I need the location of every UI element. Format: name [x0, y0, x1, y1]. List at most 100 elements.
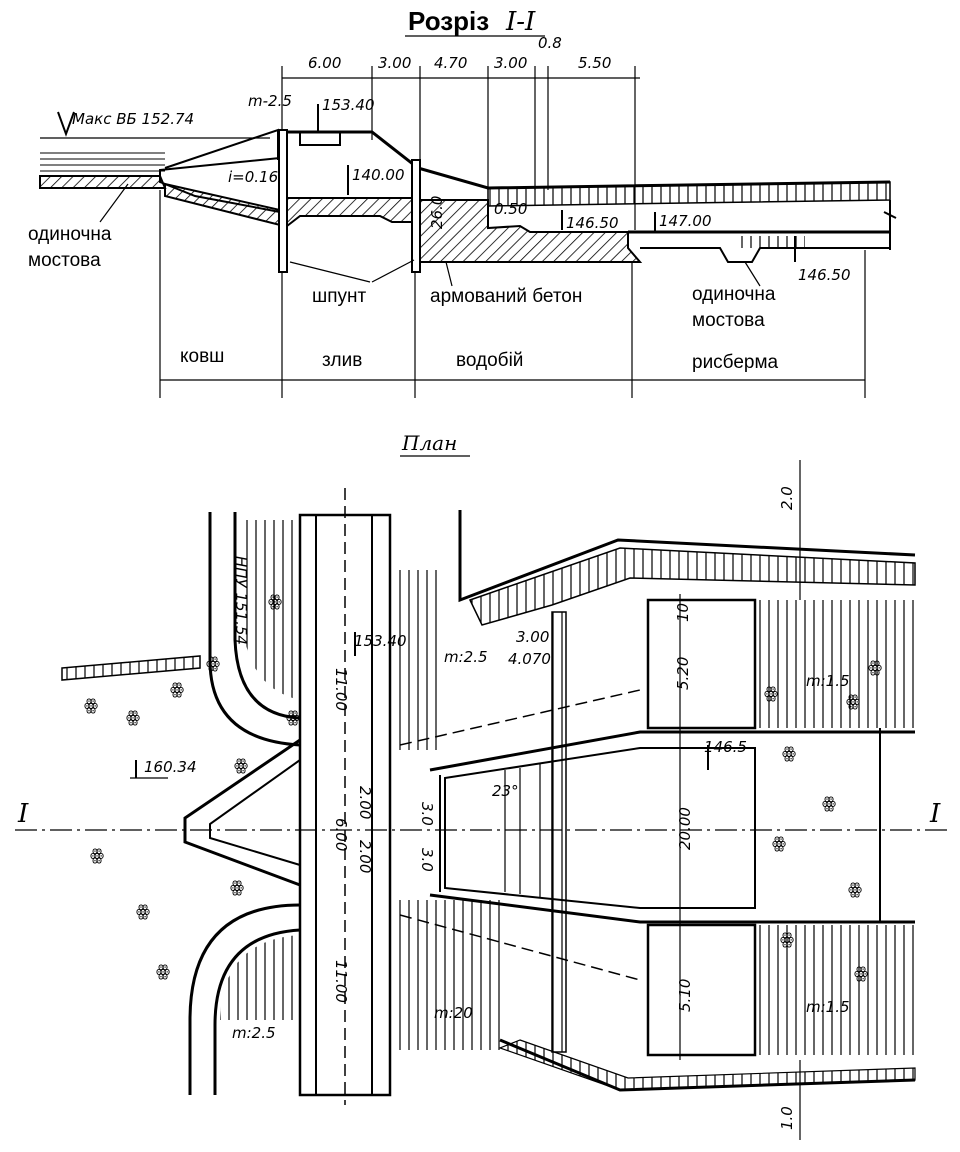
lower-slope-ticks: [392, 900, 502, 1050]
sheet-pile-left: [278, 129, 288, 273]
label-masonry-left-1: одиночна: [28, 224, 112, 245]
leader-masonry-right: [744, 261, 761, 287]
svg-text:ꙮ: ꙮ: [234, 755, 248, 774]
svg-text:ꙮ: ꙮ: [772, 833, 786, 852]
zone-chain: ковш злив водобій рисберма: [159, 190, 866, 398]
edge-dim-2: 2.0: [778, 486, 796, 510]
svg-text:ꙮ: ꙮ: [268, 591, 282, 610]
left-elevation: 160.34: [144, 758, 197, 776]
panel-upper-ticks: [755, 600, 915, 728]
masonry-left: [39, 175, 167, 189]
section-title: Розріз: [408, 6, 489, 36]
label-sheet-pile: шпунт: [312, 286, 367, 307]
zone-riprap: рисберма: [692, 352, 779, 373]
label-masonry-right-2: мостова: [692, 310, 765, 331]
dim-3-00-b: 3.00: [494, 54, 527, 72]
panel-upper: [646, 598, 757, 730]
max-level-label: Макс ВБ 152.74: [72, 110, 194, 128]
leader-masonry-left: [99, 183, 129, 223]
dim-5-10: 5.10: [676, 979, 694, 1012]
plan-view: План НПУ 151.54 m:2.5 11.00 6.00 2.00 2.…: [15, 431, 950, 1140]
svg-text:ꙮ: ꙮ: [84, 695, 98, 714]
dim-10: 10: [674, 603, 692, 622]
leader-sheet-pile-1: [289, 261, 371, 283]
dimension-chain: 6.00 3.00 4.70 3.00 0.8 5.50: [281, 34, 640, 230]
plan-title: План: [401, 431, 457, 455]
leader-sheet-pile-2: [371, 259, 415, 283]
edge-dim-1: 1.0: [778, 1106, 796, 1130]
slope-m15-upper: m:1.5: [806, 672, 850, 690]
crest-notch: [299, 132, 341, 146]
upper-outer-wall: [458, 510, 916, 603]
elevation-147-00: 147.00: [659, 212, 712, 230]
svg-text:ꙮ: ꙮ: [170, 679, 184, 698]
upper-abutment-outer: [208, 512, 301, 747]
dim-3-0-b: 3.0: [418, 848, 436, 872]
zone-basin: водобій: [456, 350, 523, 371]
section-view: Розріз I-I 6.00 3.00 4.70 3.00 0.8 5.50 …: [28, 6, 897, 398]
dim-3-0-a: 3.0: [418, 802, 436, 826]
dim-11-00-top: 11.00: [332, 668, 350, 711]
section-title-mark: I-I: [505, 7, 536, 37]
svg-text:ꙮ: ꙮ: [90, 845, 104, 864]
max-level-mark: [57, 111, 75, 137]
svg-text:ꙮ: ꙮ: [156, 961, 170, 980]
svg-text:ꙮ: ꙮ: [286, 707, 300, 726]
dim-2-00-a: 2.00: [356, 786, 374, 819]
dim-4070: 4.070: [508, 650, 551, 668]
svg-text:ꙮ: ꙮ: [206, 653, 220, 672]
dim-20-00: 20.00: [676, 807, 694, 850]
break-mark: [883, 200, 897, 250]
dashed-upper: [399, 689, 641, 746]
side-wall-strip: [551, 611, 567, 1053]
panel-lower: [646, 923, 757, 1057]
elevation-146-50: 146.50: [566, 214, 619, 232]
depth-26: 26.0: [428, 196, 446, 229]
upper-cone: [240, 520, 300, 700]
svg-text:ꙮ: ꙮ: [780, 929, 794, 948]
svg-text:ꙮ: ꙮ: [126, 707, 140, 726]
zone-bucket: ковш: [180, 346, 224, 367]
upper-slope-ticks: [392, 570, 442, 750]
slope-m25-bottom: m:2.5: [232, 1024, 276, 1042]
slope-m15-lower: m:1.5: [806, 998, 850, 1016]
dim-3-00-plan: 3.00: [516, 628, 549, 646]
sheet-pile-right: [411, 159, 421, 273]
svg-text:ꙮ: ꙮ: [854, 963, 868, 982]
dashed-lower: [399, 914, 641, 981]
section-mark-right: I: [929, 799, 941, 829]
slope-m25: m:2.5: [444, 648, 488, 666]
spillway-slab: [286, 197, 413, 229]
slope-top-label: m-2.5: [248, 92, 292, 110]
riprap-stone: [735, 236, 805, 248]
svg-text:ꙮ: ꙮ: [868, 657, 882, 676]
water-surface: [40, 150, 165, 174]
svg-text:ꙮ: ꙮ: [782, 743, 796, 762]
basin-wall-bottom: [429, 893, 915, 924]
riprap-bottom: [640, 247, 890, 263]
label-concrete: армований бетон: [430, 286, 582, 307]
dim-4-70: 4.70: [434, 54, 467, 72]
upper-wall-ticks: [468, 547, 916, 626]
dim-6-00: 6.00: [308, 54, 341, 72]
upper-abutment-inner: [233, 512, 301, 720]
basin-wall-top: [429, 730, 915, 772]
svg-text:ꙮ: ꙮ: [230, 877, 244, 896]
approach-slab-base: [164, 182, 281, 227]
leader-concrete: [445, 261, 453, 287]
basin-elevation: 146.5: [704, 738, 747, 756]
label-masonry-left-2: мостова: [28, 250, 101, 271]
svg-text:ꙮ: ꙮ: [848, 879, 862, 898]
crest-elevation: 153.40: [322, 96, 375, 114]
dim-2-00-b: 2.00: [356, 840, 374, 873]
dim-6-00: 6.00: [332, 818, 350, 851]
left-bank-edge: [61, 655, 201, 681]
slope-m20: m:20: [434, 1004, 473, 1022]
dim-0-8: 0.8: [538, 34, 562, 52]
dim-3-00: 3.00: [378, 54, 411, 72]
zone-spill: злив: [322, 350, 362, 371]
dim-5-50: 5.50: [578, 54, 611, 72]
dim-11-00-bottom: 11.00: [332, 960, 350, 1003]
